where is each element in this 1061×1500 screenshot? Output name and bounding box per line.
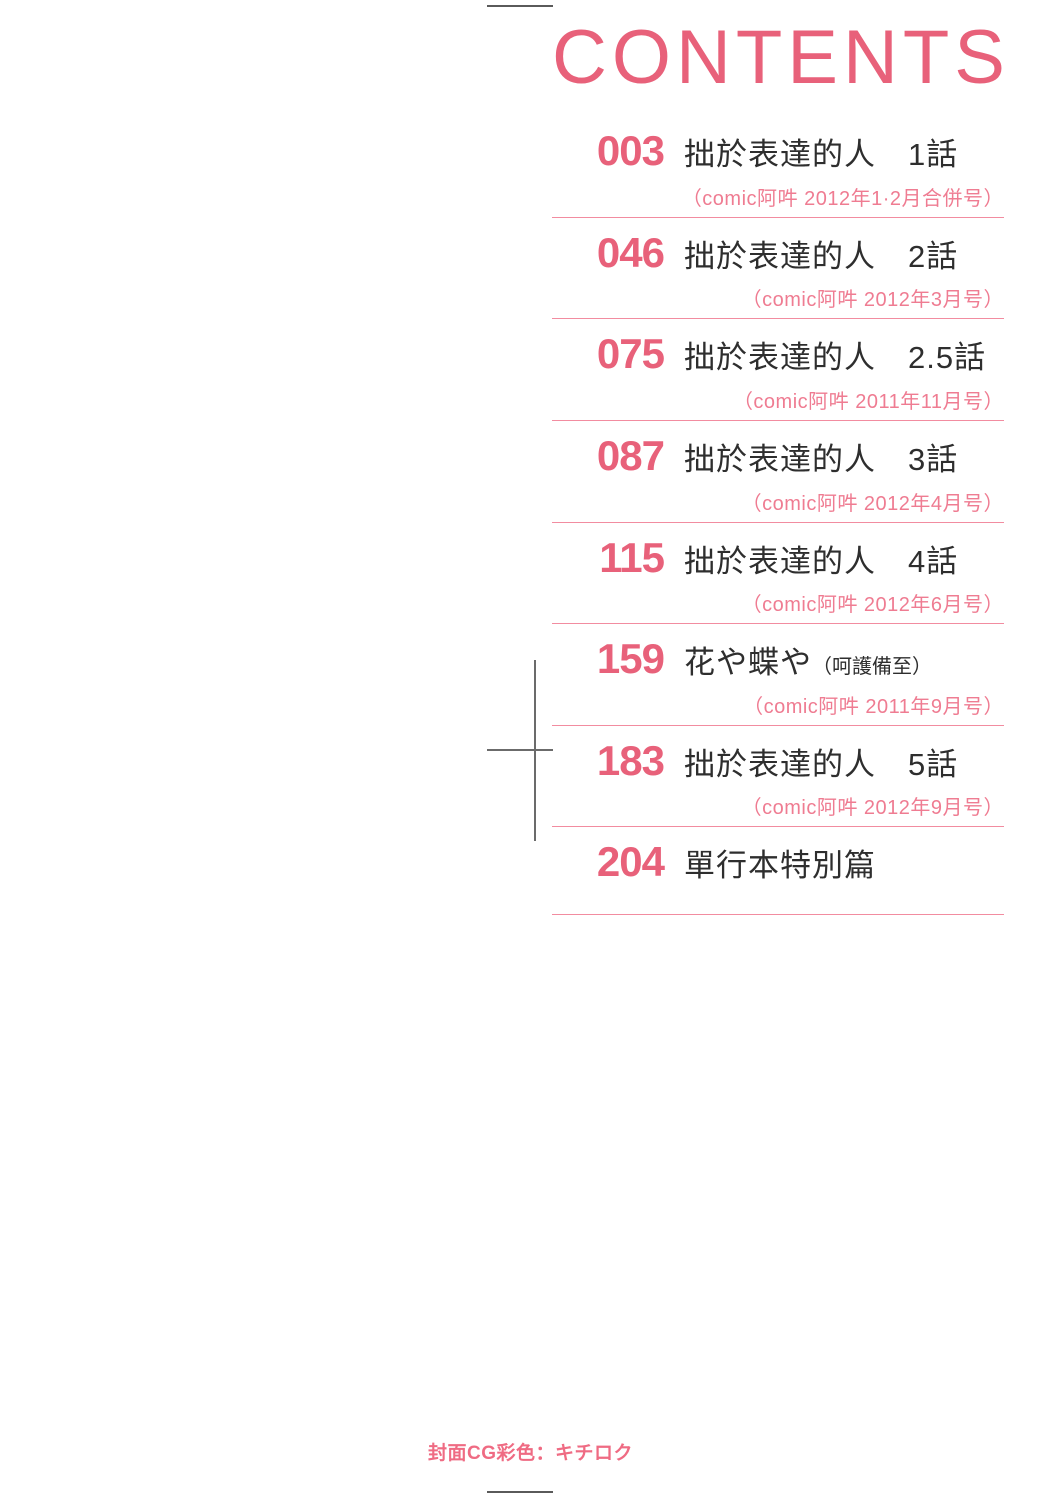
registration-mark-horizontal-line: [487, 749, 553, 751]
toc-entry-title: 拙於表達的人 2.5話: [684, 340, 986, 376]
toc-entry-title: 拙於表達的人 1話: [684, 137, 958, 173]
toc-entry-source: （comic阿吽 2012年4月号）: [741, 492, 1004, 515]
toc-entry-main: 115 拙於表達的人 4話: [552, 523, 1004, 580]
toc-entry[interactable]: 003 拙於表達的人 1話 （comic阿吽 2012年1·2月合併号）: [552, 116, 1004, 218]
crop-mark-bottom: [487, 1491, 553, 1493]
contents-entry-list: 003 拙於表達的人 1話 （comic阿吽 2012年1·2月合併号） 046 拙於表…: [552, 116, 1004, 916]
toc-entry-title: 拙於表達的人 5話: [684, 747, 958, 783]
page-title: CONTENTS: [552, 15, 1010, 100]
toc-entry-page-number: 075: [596, 330, 665, 378]
toc-entry[interactable]: 046 拙於表達的人 2話 （comic阿吽 2012年3月号）: [552, 218, 1004, 320]
toc-entry[interactable]: 204 單行本特別篇: [552, 827, 1004, 916]
toc-entry-main: 159 花や蝶や（呵護備至）: [552, 624, 1004, 681]
toc-entry-main: 075 拙於表達的人 2.5話: [552, 319, 1004, 376]
toc-entry-page-number: 159: [596, 635, 665, 683]
toc-entry-main: 087 拙於表達的人 3話: [552, 421, 1004, 478]
toc-entry-title-text: 拙於表達的人 4話: [684, 543, 959, 579]
toc-entry-main: 003 拙於表達的人 1話: [552, 116, 1004, 173]
toc-entry[interactable]: 087 拙於表達的人 3話 （comic阿吽 2012年4月号）: [552, 421, 1004, 523]
cover-cg-credit: 封面CG彩色：キチロク: [427, 1443, 633, 1464]
toc-entry-page-number: 183: [596, 736, 665, 784]
toc-entry-page-number: 115: [599, 533, 665, 581]
toc-entry-source: （comic阿吽 2012年6月号）: [741, 594, 1004, 617]
toc-entry-title-text: 拙於表達的人 1話: [684, 137, 959, 172]
registration-mark: [487, 660, 553, 841]
toc-entry-title: 單行本特別篇: [684, 848, 876, 884]
toc-entry-title-text: 拙於表達的人 2話: [684, 238, 959, 274]
toc-entry-page-number: 087: [596, 431, 665, 479]
toc-entry-main: 204 單行本特別篇: [552, 827, 1004, 884]
toc-entry[interactable]: 115 拙於表達的人 4話 （comic阿吽 2012年6月号）: [552, 523, 1004, 625]
toc-entry-page-number: 003: [596, 127, 665, 174]
toc-entry-title: 拙於表達的人 2話: [684, 239, 958, 275]
toc-entry[interactable]: 075 拙於表達的人 2.5話 （comic阿吽 2011年11月号）: [552, 319, 1004, 421]
toc-entry[interactable]: 183 拙於表達的人 5話 （comic阿吽 2012年9月号）: [552, 726, 1004, 828]
toc-entry-title: 拙於表達的人 4話: [684, 544, 958, 580]
toc-entry-page-number: 204: [596, 838, 665, 886]
toc-entry-main: 046 拙於表達的人 2話: [552, 218, 1004, 275]
toc-entry-title-text: 單行本特別篇: [684, 848, 876, 884]
toc-entry-title-text: 花や蝶や: [684, 645, 812, 681]
toc-entry-title-text: 拙於表達的人 2.5話: [684, 340, 987, 376]
toc-entry-main: 183 拙於表達的人 5話: [552, 726, 1004, 783]
toc-entry-source: （comic阿吽 2011年9月号）: [743, 695, 1004, 718]
toc-entry-title-text: 拙於表達的人 3話: [684, 441, 959, 477]
crop-mark-top: [487, 5, 553, 7]
toc-entry-source: （comic阿吽 2012年9月号）: [741, 797, 1004, 820]
toc-entry[interactable]: 159 花や蝶や（呵護備至） （comic阿吽 2011年9月号）: [552, 624, 1004, 726]
toc-entry-source: （comic阿吽 2012年3月号）: [741, 289, 1004, 312]
table-of-contents: CONTENTS 003 拙於表達的人 1話 （comic阿吽 2012年1·2月合…: [552, 0, 1010, 916]
toc-entry-page-number: 046: [596, 228, 665, 276]
toc-entry-source: （comic阿吽 2011年11月号）: [732, 390, 1004, 413]
toc-entry-title: 花や蝶や（呵護備至）: [684, 645, 932, 681]
toc-entry-title-annotation: （呵護備至）: [812, 656, 932, 679]
toc-entry-source: （comic阿吽 2012年1·2月合併号）: [681, 187, 1004, 210]
toc-entry-title: 拙於表達的人 3話: [684, 442, 958, 478]
toc-entry-title-text: 拙於表達的人 5話: [684, 746, 959, 782]
